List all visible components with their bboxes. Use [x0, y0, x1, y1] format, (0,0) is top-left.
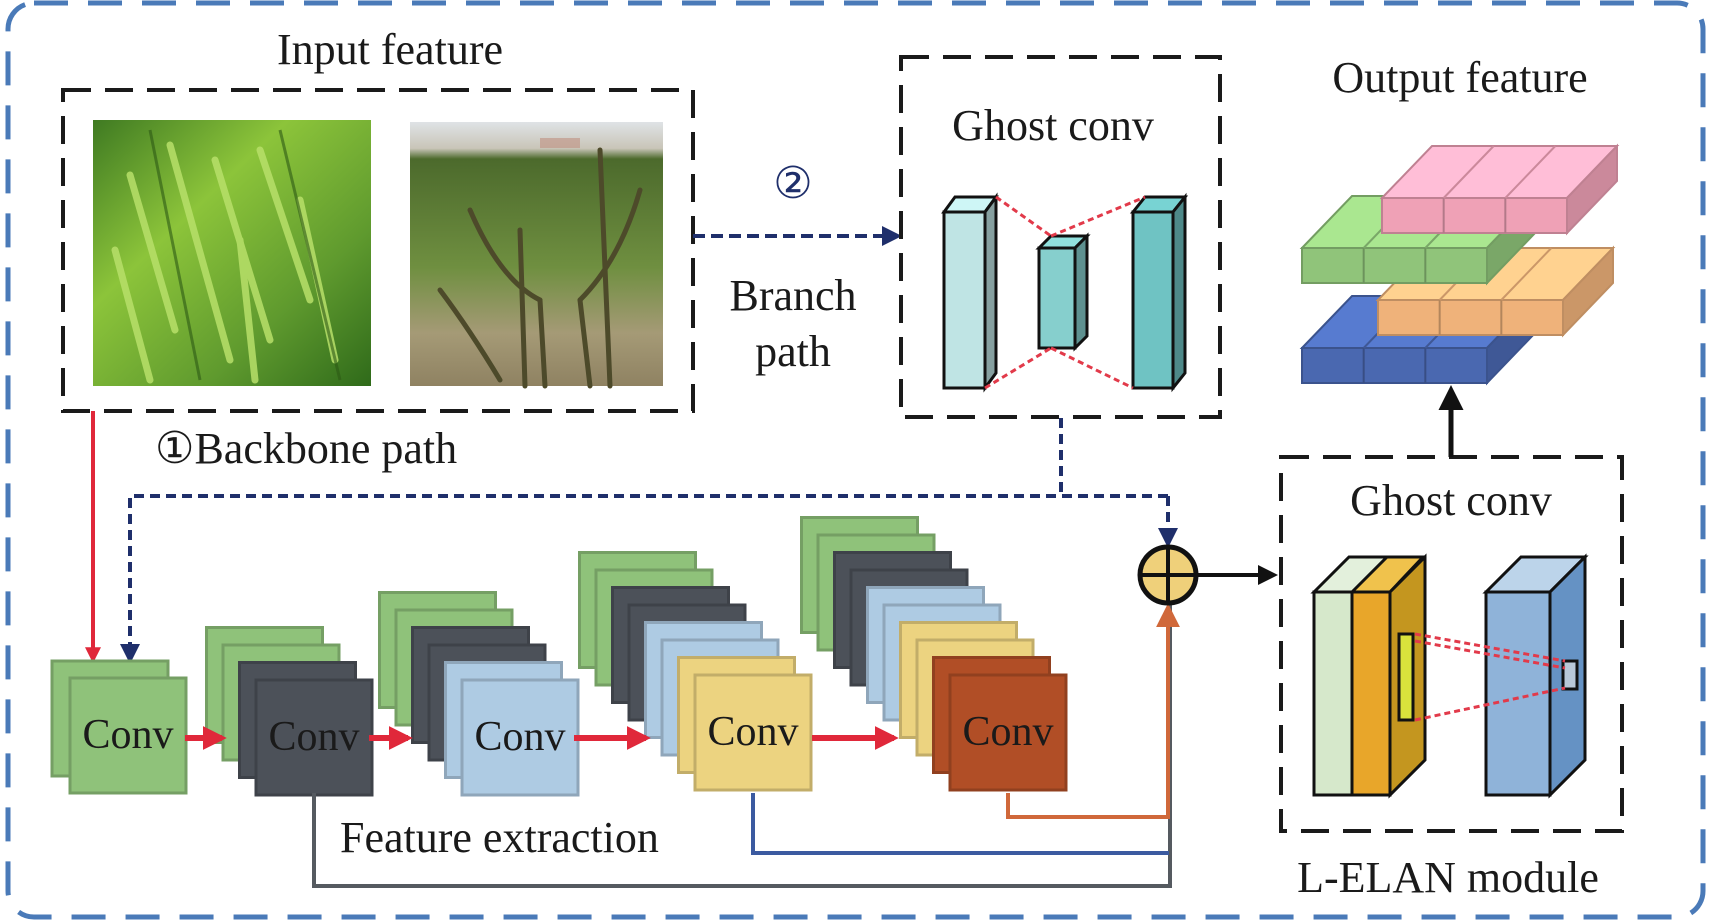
ghost-prism-right: [1129, 192, 1189, 393]
conv-label: Conv: [82, 712, 173, 758]
output-feature-illustration: [1299, 143, 1620, 386]
adder-node: [1137, 544, 1199, 606]
conv-layer: [68, 676, 188, 795]
input-image-1: [93, 120, 371, 386]
conv-label: Conv: [268, 714, 359, 760]
output-slab-pink: [1379, 143, 1620, 236]
lelan-illustration: [1310, 553, 1589, 799]
output-kernel: [1561, 659, 1579, 691]
conv-layer: [254, 678, 374, 797]
branch-label-line1: Branch: [729, 271, 856, 320]
ghost-prism-middle: [1035, 232, 1091, 352]
input-feature-title: Input feature: [277, 25, 503, 74]
conv-label: Conv: [962, 709, 1053, 755]
lelan-input-prism: [1310, 553, 1427, 799]
lelan-projection-line: [1414, 632, 1566, 663]
ghost-conv-bottom-title: Ghost conv: [1350, 476, 1552, 525]
ghost-conv-top-title: Ghost conv: [952, 101, 1154, 150]
lelan-projection-line: [1414, 639, 1566, 670]
outer-frame: [5, 0, 1706, 920]
branch-label-line2: path: [755, 327, 831, 376]
conv-layer: [948, 673, 1068, 792]
conv-label: Conv: [707, 709, 798, 755]
feature-extraction-label: Feature extraction: [340, 813, 659, 862]
conv-layer: [693, 673, 813, 792]
lelan-module-label: L-ELAN module: [1297, 853, 1599, 902]
conv-block-3: Conv: [378, 591, 580, 797]
ghost-prism-left: [941, 192, 999, 393]
branch-return-path: [130, 418, 1168, 660]
input-image-2: [410, 122, 663, 389]
feature-extraction-stacks: Conv Conv Conv Conv Conv: [50, 516, 1068, 797]
conv-layer: [460, 678, 580, 797]
conv-label: Conv: [474, 714, 565, 760]
skip-line-conv4: [751, 793, 1169, 855]
ghost-projection-line: [1050, 346, 1134, 390]
conv-block-1: Conv: [50, 659, 188, 795]
ghost-projection-line: [1050, 195, 1146, 238]
ghost-projection-line: [995, 195, 1052, 238]
input-feature-box: [61, 88, 695, 413]
branch-marker: ②: [773, 159, 812, 208]
conv-block-2: Conv: [205, 626, 374, 797]
conv-block-4: Conv: [578, 551, 813, 792]
backbone-path-label: ①Backbone path: [155, 424, 457, 473]
lelan-output-prism: [1482, 553, 1589, 799]
ghost-projection-line: [984, 346, 1052, 390]
ghost-conv-top-illustration: [941, 192, 1189, 393]
ghost-conv-top-box: [899, 55, 1222, 419]
conv-block-5: Conv: [800, 516, 1068, 792]
lelan-projection-line: [1414, 686, 1566, 722]
skip-line-conv5: [1006, 603, 1180, 819]
kernel-window: [1397, 632, 1415, 722]
output-feature-title: Output feature: [1332, 53, 1587, 102]
